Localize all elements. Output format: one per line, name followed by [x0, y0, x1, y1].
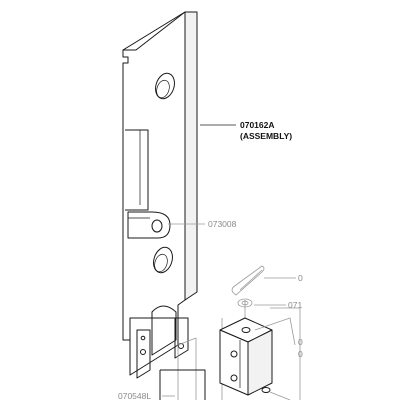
bottom-screw-left-upper [140, 335, 146, 341]
main-plate [122, 11, 198, 356]
hinge-tab-hole [151, 219, 163, 233]
right-block-screw-1 [230, 350, 238, 358]
cotter-pin-line [239, 269, 263, 291]
right-hinge-block [219, 300, 301, 400]
right-block-top-hole [241, 327, 251, 333]
hinge-tab [127, 211, 171, 239]
bottom-screw-left [140, 349, 146, 355]
hinge-tab-body [127, 211, 171, 239]
leader-lines [162, 124, 296, 397]
right-block-screw-2 [230, 374, 238, 382]
plate-lower-hole-inner [154, 253, 168, 273]
label-side-partial-2: 0 [298, 349, 303, 359]
label-assembly-part: 070162A [240, 120, 275, 130]
cotter-pin-shape [231, 265, 265, 296]
plate-right-edge [184, 11, 198, 301]
plate-front-face [122, 11, 186, 356]
label-bottom-left: 070548L [118, 391, 151, 400]
label-assembly-note: (ASSEMBLY) [240, 131, 292, 141]
right-block-side [247, 329, 273, 396]
label-washer-partial: 071 [288, 300, 302, 310]
bottom-block-right-leaf [174, 317, 189, 359]
plate-top-notch [123, 56, 129, 64]
cotter-pin [231, 265, 265, 296]
lower-screws [254, 317, 296, 400]
guide-line-2 [270, 307, 301, 400]
ghost-line-c [177, 337, 197, 346]
bottom-block-left-leaf [136, 329, 151, 379]
plate-upper-hole-inner [156, 79, 170, 99]
label-hinge-plate: 073008 [208, 219, 237, 229]
lower-screw-leader [269, 391, 291, 400]
side-guide-line [254, 317, 296, 346]
label-side-partial-1: 0 [298, 337, 303, 347]
plate-slot [125, 129, 149, 211]
label-pin-partial: 0 [298, 273, 303, 283]
ghost-lower-block [159, 337, 206, 400]
plate-lower-hole [153, 246, 173, 274]
right-block-front [219, 329, 249, 396]
plate-upper-hole [155, 72, 175, 100]
lower-screw-1 [261, 387, 271, 393]
bottom-block-knuckle [151, 305, 177, 356]
ghost-block-outline [160, 369, 206, 400]
